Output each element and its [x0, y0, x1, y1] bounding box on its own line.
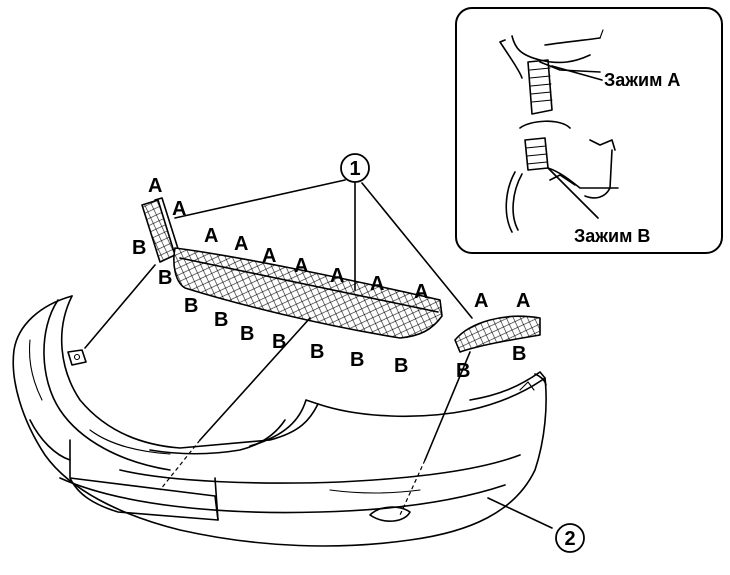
- clip-a-labels: A A A A A A A A A A A: [148, 175, 530, 312]
- callout-2: 2: [555, 523, 585, 553]
- clip-a-label: A: [204, 225, 218, 247]
- clip-a-label: A: [414, 281, 428, 303]
- clip-b-label: B: [132, 237, 146, 259]
- callout-1: 1: [340, 153, 370, 183]
- clip-b-label: B: [456, 360, 470, 382]
- clip-b-label: B: [512, 343, 526, 365]
- alignment-lines: [84, 264, 553, 529]
- bumper-cover: [12, 295, 547, 547]
- clip-a-label: A: [370, 273, 384, 295]
- clip-a-label: A: [294, 255, 308, 277]
- clip-b-label: B: [394, 355, 408, 377]
- clip-a-caption: Зажим A: [604, 70, 680, 90]
- right-grille-piece: [454, 315, 541, 353]
- clip-a-label: A: [474, 290, 488, 312]
- inset-detail: Зажим A Зажим B: [455, 7, 723, 254]
- clip-a-label: A: [172, 198, 186, 220]
- clip-b-label: B: [272, 331, 286, 353]
- clip-b-label: B: [158, 267, 172, 289]
- callout-1-leaders: [174, 179, 473, 319]
- clip-b-caption: Зажим B: [574, 226, 650, 246]
- clip-a-label: A: [330, 265, 344, 287]
- clip-b-label: B: [184, 295, 198, 317]
- clip-b-label: B: [214, 309, 228, 331]
- clip-b-label: B: [350, 349, 364, 371]
- clip-b-label: B: [310, 341, 324, 363]
- clip-a-label: A: [234, 233, 248, 255]
- clip-b-label: B: [240, 323, 254, 345]
- clip-b-labels: B B B B B B B B B B B: [132, 237, 526, 382]
- clip-a-label: A: [516, 290, 530, 312]
- clip-a-label: A: [262, 245, 276, 267]
- callout-1-number: 1: [349, 158, 360, 180]
- callout-2-number: 2: [564, 528, 575, 550]
- clip-a-label: A: [148, 175, 162, 197]
- center-grille: [173, 247, 443, 339]
